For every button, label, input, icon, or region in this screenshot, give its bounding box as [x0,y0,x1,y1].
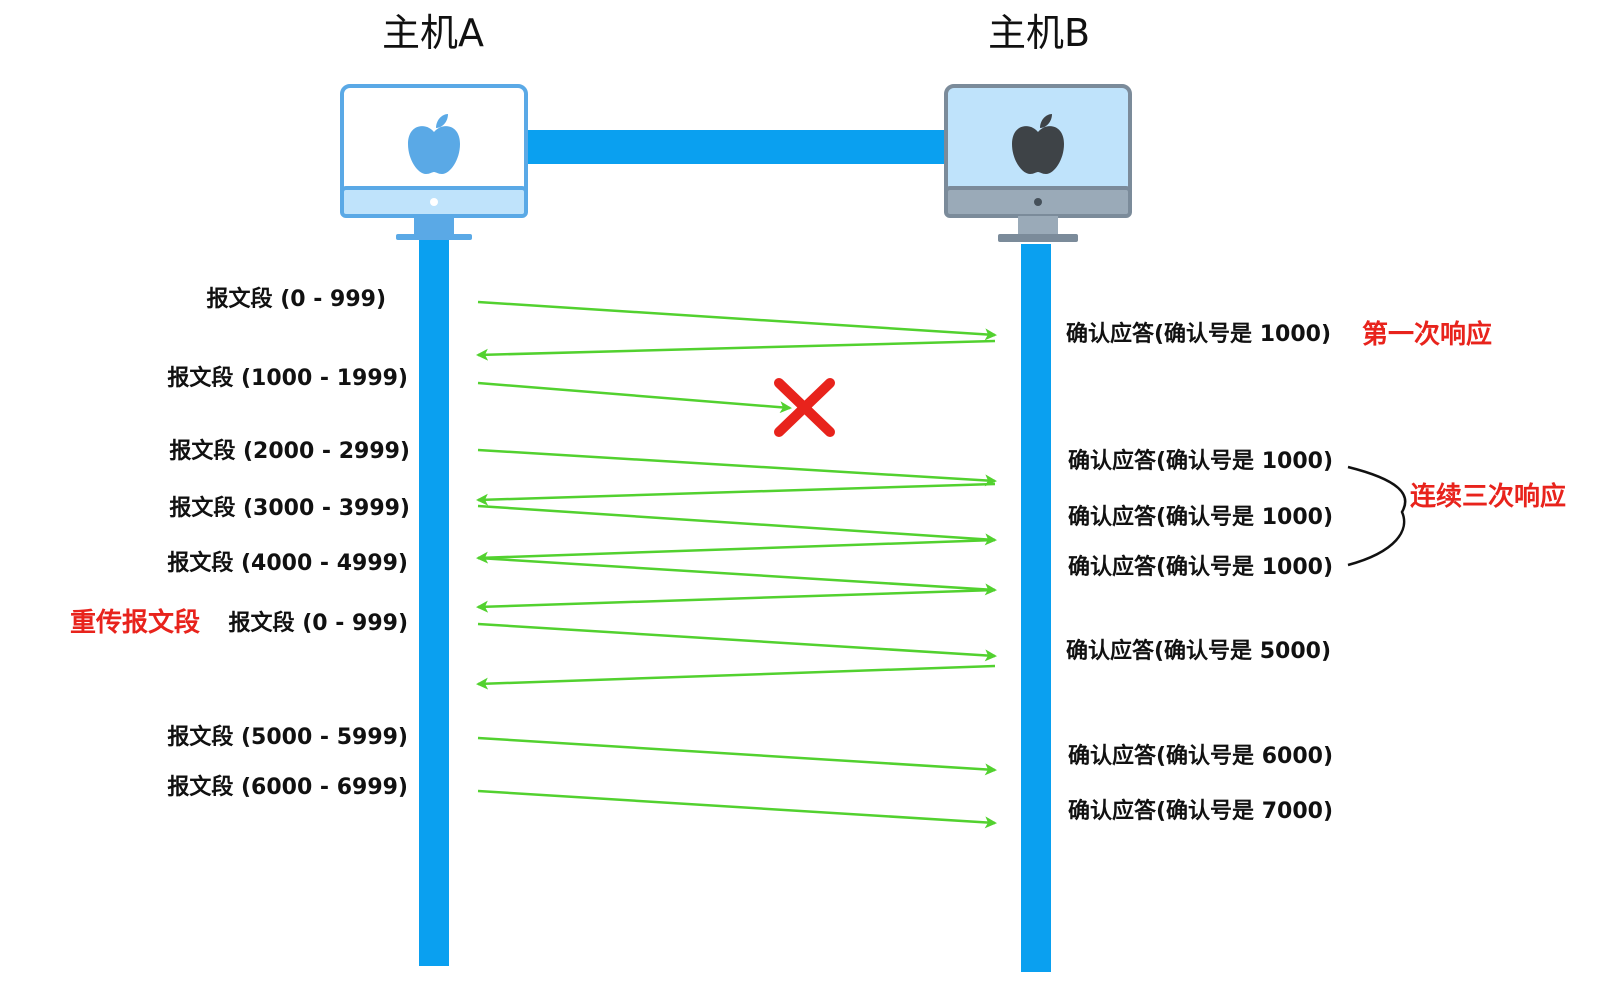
apple-logo-icon [1012,114,1064,174]
ack-arrow [476,538,996,564]
ack-label: 确认应答(确认号是 6000) [1068,744,1333,769]
segment-arrow [477,736,997,776]
segment-label: 报文段 (1000 - 1999) [167,366,408,391]
segment-arrow [477,556,997,596]
ack-label: 确认应答(确认号是 5000) [1066,639,1331,664]
segment-label: 报文段 (5000 - 5999) [167,725,408,750]
host-b-lifeline [1021,244,1051,972]
ack-label: 确认应答(确认号是 1000) [1068,555,1333,580]
ack-arrow [476,588,996,613]
host-a-computer-icon [340,84,528,240]
segment-label: 报文段 (3000 - 3999) [169,496,410,521]
retransmit-annotation: 重传报文段 [70,608,201,638]
segment-arrow [477,504,997,546]
triple-response-annotation: 连续三次响应 [1410,482,1567,512]
host-b-title: 主机B [988,11,1091,55]
segment-label: 报文段 (2000 - 2999) [169,439,410,464]
first-response-annotation: 第一次响应 [1362,320,1493,350]
message-arrows [476,300,997,829]
host-b-computer-icon [944,84,1132,242]
segment-label: 报文段 (0 - 999) [228,611,408,636]
segment-label: 报文段 (4000 - 4999) [167,551,408,576]
host-a-lifeline [419,240,449,966]
segment-label: 报文段 (0 - 999) [206,287,386,312]
segment-arrow [477,789,997,829]
ack-arrow [476,482,996,506]
ack-label: 确认应答(确认号是 1000) [1066,322,1331,347]
lost-segment-arrow [477,381,792,414]
segment-arrow [477,622,997,662]
ack-label: 确认应答(确认号是 7000) [1068,799,1333,824]
segment-arrow [477,300,997,341]
network-link-bar [520,130,950,164]
ack-arrow [476,339,996,361]
triple-response-brace [1347,465,1407,567]
segment-arrow [477,448,997,487]
segment-label: 报文段 (6000 - 6999) [167,775,408,800]
host-a-title: 主机A [382,11,484,55]
ack-label: 确认应答(确认号是 1000) [1068,505,1333,530]
red-x-icon [774,378,835,437]
ack-arrow [476,664,996,690]
apple-logo-icon [408,114,460,174]
ack-label: 确认应答(确认号是 1000) [1068,449,1333,474]
